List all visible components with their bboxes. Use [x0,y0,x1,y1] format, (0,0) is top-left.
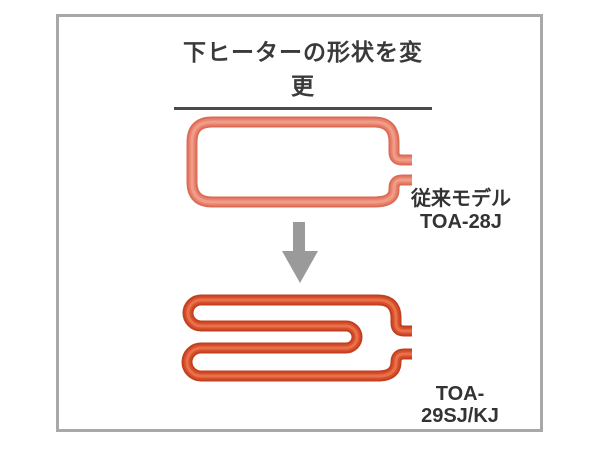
old-heater-shape [192,122,412,202]
old-heater-tube-mid [192,122,412,202]
new-heater-tube-mid [187,300,412,376]
old-heater-tube-highlight [190,120,414,204]
down-arrow-icon [282,222,318,283]
old-model-label: 従来モデル TOA-28J [401,188,521,234]
diagram-title: 下ヒーターの形状を変更 [174,33,432,110]
new-model-label: TOA-29SJ/KJ [421,383,499,427]
old-heater-tube-edge [192,122,412,202]
new-heater-tube-highlight [185,298,414,378]
old-model-name: 従来モデル [411,188,511,210]
new-heater-shape [187,300,412,376]
old-model-number: TOA-28J [420,211,502,233]
new-heater-tube-edge [187,300,412,376]
